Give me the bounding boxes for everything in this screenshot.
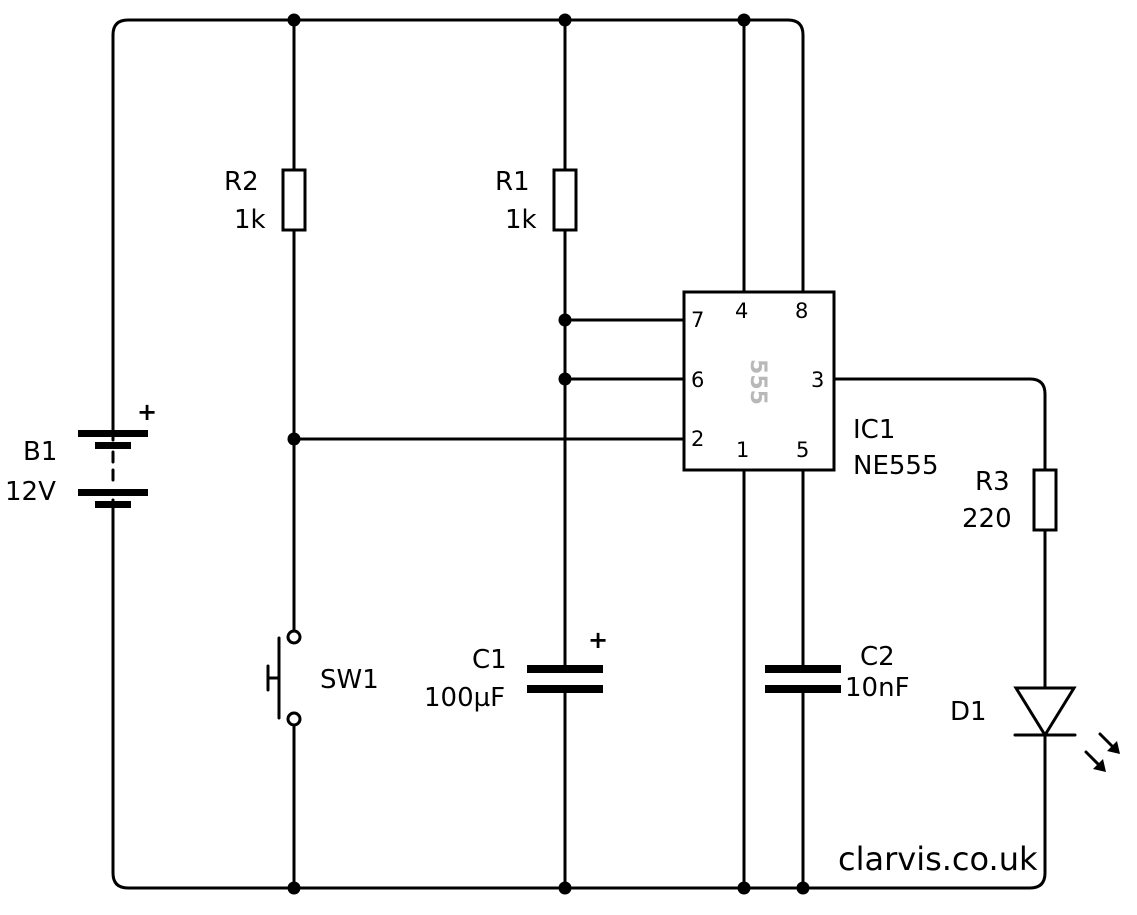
junction-dot [737, 881, 751, 895]
ic-pin-1-label: 1 [736, 438, 749, 462]
junction-dot [796, 881, 810, 895]
junction-dot [737, 13, 751, 27]
ic-pin-4-label: 4 [735, 299, 748, 323]
bottom-rail-wire [111, 498, 1047, 890]
capacitor-plate [527, 685, 603, 693]
wires [111, 18, 1047, 890]
junction-dot [287, 13, 301, 27]
switch-contact [286, 711, 302, 727]
led-d1: D1 [950, 686, 1120, 772]
r3-value-label: 220 [962, 504, 1012, 534]
resistor-r3: R3 220 [962, 467, 1058, 534]
ic1-ref-label: IC1 [853, 415, 895, 445]
resistor-body [1032, 468, 1058, 532]
led-triangle [1013, 686, 1077, 738]
r2-ref-label: R2 [224, 167, 259, 197]
battery-plus-sign: + [137, 398, 157, 426]
ic-pin-5-label: 5 [796, 438, 809, 462]
switch-sw1: SW1 [266, 629, 379, 727]
capacitor-plate [765, 685, 841, 693]
battery-ref-label: B1 [23, 437, 57, 467]
ic-pin-2-label: 2 [691, 427, 704, 451]
watermark-text: clarvis.co.uk [838, 840, 1038, 878]
resistor-body [552, 168, 578, 232]
r1-value-label: 1k [505, 205, 537, 235]
ic1-ne555: 7 6 2 4 8 3 1 5 555 IC1 NE555 [682, 290, 939, 481]
ic-pin-6-label: 6 [691, 368, 704, 392]
battery-long-plate [78, 430, 148, 437]
ic-pin-8-label: 8 [795, 299, 808, 323]
battery-value-label: 12V [5, 477, 56, 507]
r1-ref-label: R1 [495, 167, 530, 197]
r2-value-label: 1k [234, 205, 266, 235]
junction-dot [558, 372, 572, 386]
resistor-body [281, 168, 307, 232]
resistor-r1: R1 1k [495, 167, 578, 235]
ic-pin-7-label: 7 [691, 308, 704, 332]
c1-plus-sign: + [588, 626, 608, 654]
top-rail-wire [111, 18, 805, 442]
battery-short-plate [95, 442, 131, 449]
ic-body-text: 555 [745, 359, 770, 405]
switch-contact [286, 629, 302, 645]
d1-ref-label: D1 [950, 697, 987, 727]
resistor-r2: R2 1k [224, 167, 307, 235]
battery-b1: + B1 12V [5, 398, 157, 508]
c1-value-label: 100µF [424, 683, 505, 713]
battery-long-plate [78, 489, 148, 496]
battery-short-plate [95, 501, 131, 508]
c2-ref-label: C2 [860, 642, 895, 672]
capacitor-plate [765, 665, 841, 673]
junctions [287, 13, 810, 895]
sw1-ref-label: SW1 [320, 665, 379, 695]
junction-dot [558, 13, 572, 27]
ic-body [682, 290, 836, 472]
junction-dot [287, 432, 301, 446]
led-light-arrows-icon [1084, 732, 1120, 772]
capacitor-plate [527, 665, 603, 673]
capacitor-c1: + C1 100µF [424, 626, 608, 713]
r3-ref-label: R3 [975, 467, 1010, 497]
junction-dot [558, 881, 572, 895]
ic-pin-3-label: 3 [811, 368, 824, 392]
c1-ref-label: C1 [472, 645, 507, 675]
pin3-r3-wire [832, 377, 1047, 472]
ic1-part-label: NE555 [853, 451, 939, 481]
c2-value-label: 10nF [845, 673, 910, 703]
junction-dot [287, 881, 301, 895]
capacitor-c2: C2 10nF [765, 642, 910, 703]
junction-dot [558, 313, 572, 327]
